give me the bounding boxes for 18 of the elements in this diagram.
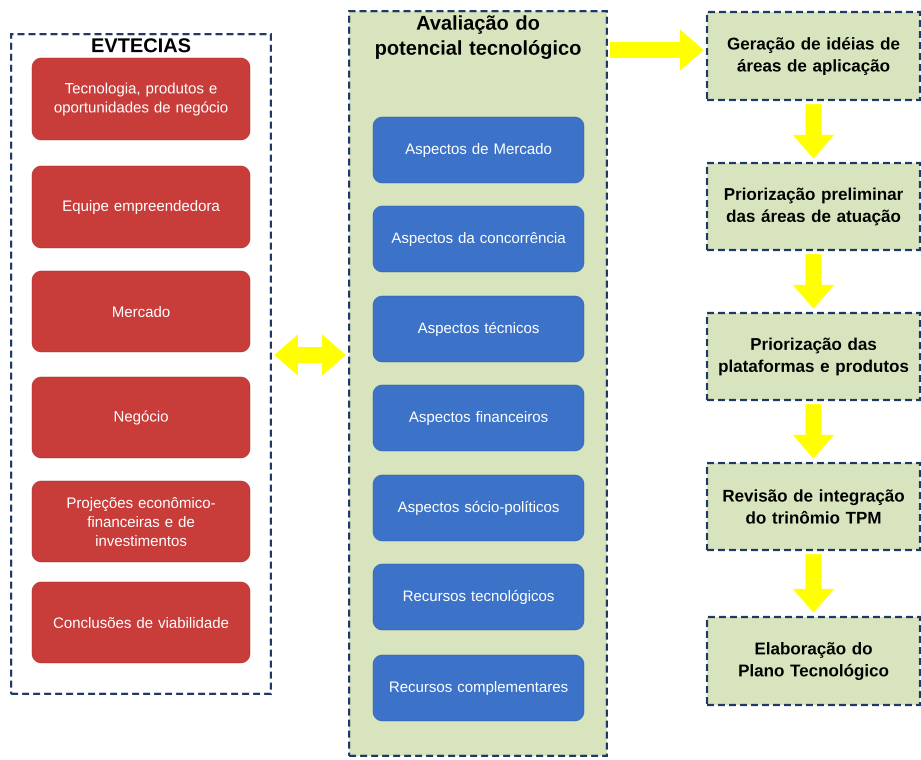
topic-box: Projeções econômico-financeiras e de investimentos bbox=[32, 480, 250, 562]
process-box: Priorização preliminar das áreas de atuação bbox=[706, 162, 921, 252]
topic-box: Negócio bbox=[32, 376, 250, 458]
aspect-box: Aspectos de Mercado bbox=[372, 116, 584, 184]
topic-box: Equipe empreendedora bbox=[32, 166, 250, 248]
process-box: Revisão de integração do trinômio TPM bbox=[706, 462, 921, 552]
aspect-box: Recursos tecnológicos bbox=[372, 564, 584, 630]
topic-box: Tecnologia, produtos e oportunidades de negócio bbox=[32, 58, 250, 140]
aspect-box: Recursos complementares bbox=[372, 654, 584, 722]
process-box: Priorização das plataformas e produtos bbox=[706, 312, 921, 402]
aspect-box: Aspectos da concorrência bbox=[372, 206, 584, 272]
topic-box: Mercado bbox=[32, 270, 250, 352]
aspect-box: Aspectos financeiros bbox=[372, 384, 584, 452]
aspect-box: Aspectos sócio-políticos bbox=[372, 474, 584, 542]
process-box: Elaboração do Plano Tecnológico bbox=[706, 616, 921, 706]
process-box: Geração de idéias de áreas de aplicação bbox=[706, 10, 921, 102]
aspect-box: Aspectos técnicos bbox=[372, 296, 584, 362]
topic-box: Conclusões de viabilidade bbox=[32, 582, 250, 664]
